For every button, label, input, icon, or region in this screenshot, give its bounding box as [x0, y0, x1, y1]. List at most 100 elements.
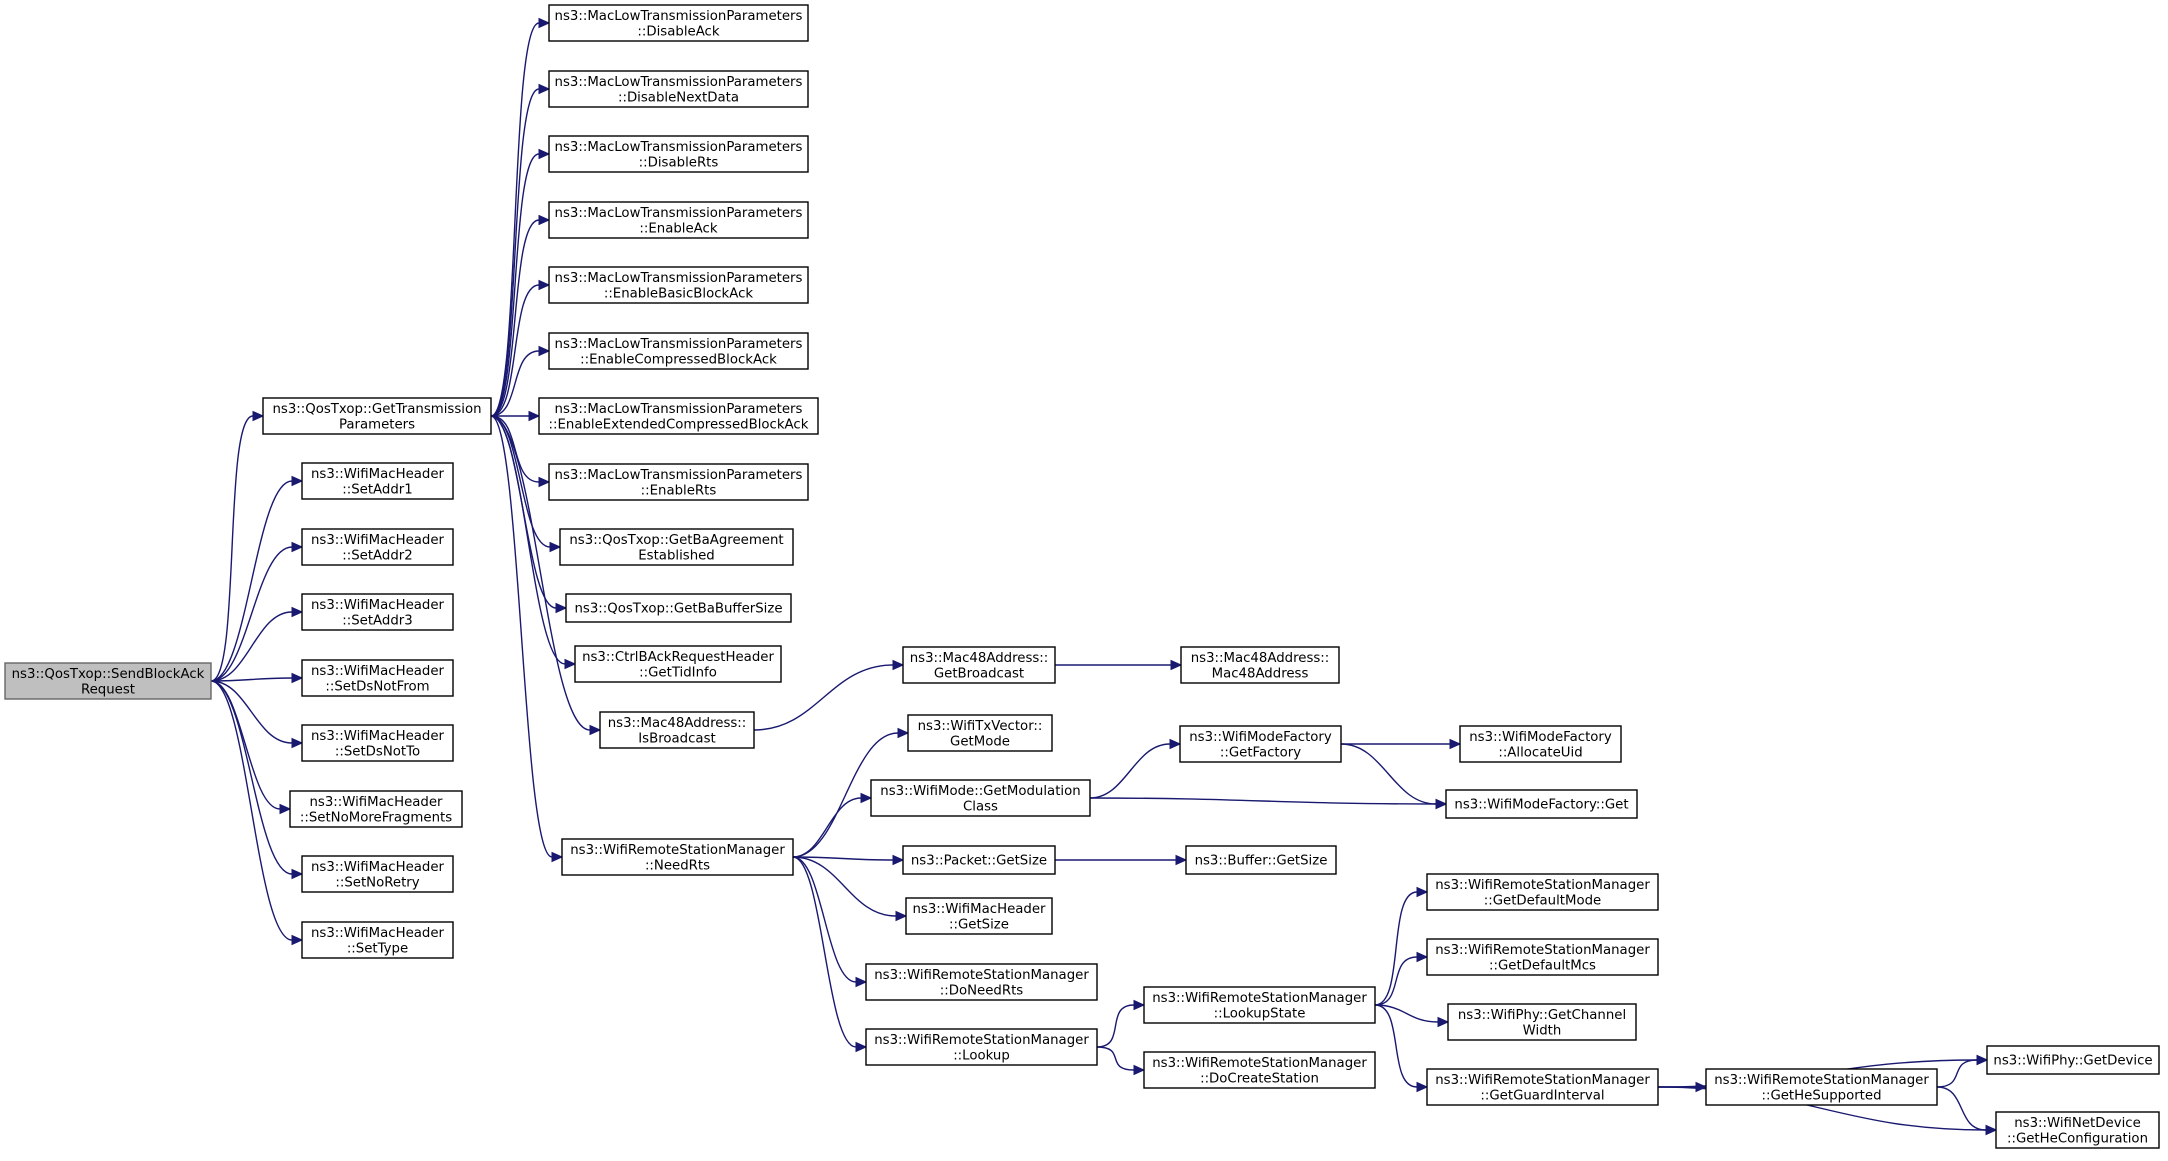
node-label: Class — [963, 799, 998, 814]
node-label: ns3::CtrlBAckRequestHeader — [582, 650, 774, 665]
node-hgs[interactable]: ns3::WifiMacHeader::GetSize — [905, 897, 1053, 935]
node-isb[interactable]: ns3::Mac48Address::IsBroadcast — [599, 711, 755, 749]
node-box — [565, 593, 792, 623]
node-label: ns3::WifiRemoteStationManager — [1152, 1056, 1367, 1071]
node-label: ns3::MacLowTransmissionParameters — [555, 9, 803, 24]
node-label: ::LookupState — [1214, 1006, 1306, 1021]
edge-nrts-to-lk — [792, 856, 868, 1053]
node-label: Request — [81, 682, 135, 697]
node-gdm[interactable]: ns3::WifiRemoteStationManager::GetDefaul… — [1426, 873, 1659, 911]
node-box — [1426, 938, 1659, 976]
node-gdmcs[interactable]: ns3::WifiRemoteStationManager::GetDefaul… — [1426, 938, 1659, 976]
node-label: ::EnableAck — [639, 221, 717, 236]
node-eecba[interactable]: ns3::MacLowTransmissionParameters::Enabl… — [538, 397, 819, 435]
node-gti[interactable]: ns3::CtrlBAckRequestHeader::GetTidInfo — [574, 645, 782, 683]
node-gf[interactable]: ns3::WifiModeFactory::GetFactory — [1179, 725, 1342, 763]
node-label: ns3::QosTxop::GetBaAgreement — [569, 533, 783, 548]
node-auid[interactable]: ns3::WifiModeFactory::AllocateUid — [1459, 725, 1622, 763]
node-ecba[interactable]: ns3::MacLowTransmissionParameters::Enabl… — [548, 332, 809, 370]
edge-root-to-gtp — [210, 410, 265, 682]
edge-gtp-to-erts — [490, 415, 551, 488]
node-dack[interactable]: ns3::MacLowTransmissionParameters::Disab… — [548, 4, 809, 42]
node-ghc[interactable]: ns3::WifiNetDevice::GetHeConfiguration — [1995, 1111, 2160, 1149]
node-pgd[interactable]: ns3::WifiPhy::GetDevice — [1986, 1045, 2160, 1075]
node-box — [902, 845, 1056, 875]
node-drts[interactable]: ns3::MacLowTransmissionParameters::Disab… — [548, 135, 809, 173]
node-label: ns3::Mac48Address:: — [1191, 651, 1330, 666]
node-box — [538, 397, 819, 435]
node-box — [1143, 1051, 1376, 1089]
node-label: ::EnableRts — [641, 483, 717, 498]
edge-gtp-to-dack — [490, 17, 551, 417]
edge-ls-to-ggi — [1374, 1004, 1429, 1093]
node-label: ::GetDefaultMode — [1484, 893, 1601, 908]
node-box — [1179, 725, 1342, 763]
node-label: ns3::MacLowTransmissionParameters — [555, 140, 803, 155]
node-dnd[interactable]: ns3::MacLowTransmissionParameters::Disab… — [548, 70, 809, 108]
node-label: ns3::WifiMacHeader — [912, 902, 1046, 917]
node-sa1[interactable]: ns3::WifiMacHeader::SetAddr1 — [301, 462, 454, 500]
node-label: ::SetType — [347, 941, 408, 956]
node-label: ::AllocateUid — [1498, 745, 1582, 760]
node-sdnf[interactable]: ns3::WifiMacHeader::SetDsNotFrom — [301, 659, 454, 697]
node-label: ns3::WifiRemoteStationManager — [1714, 1073, 1929, 1088]
node-nrts[interactable]: ns3::WifiRemoteStationManager::NeedRts — [561, 838, 794, 876]
node-txgm[interactable]: ns3::WifiTxVector::GetMode — [907, 714, 1053, 752]
node-m48[interactable]: ns3::Mac48Address::Mac48Address — [1180, 646, 1340, 684]
node-sa2[interactable]: ns3::WifiMacHeader::SetAddr2 — [301, 528, 454, 566]
node-sdnt[interactable]: ns3::WifiMacHeader::SetDsNotTo — [301, 724, 454, 762]
node-label: ns3::WifiRemoteStationManager — [874, 1033, 1089, 1048]
node-ghs[interactable]: ns3::WifiRemoteStationManager::GetHeSupp… — [1705, 1068, 1938, 1106]
node-label: ns3::WifiModeFactory — [1469, 730, 1612, 745]
node-mfg[interactable]: ns3::WifiModeFactory::Get — [1445, 789, 1638, 819]
node-box — [1986, 1045, 2160, 1075]
node-box — [1143, 986, 1376, 1024]
node-sa3[interactable]: ns3::WifiMacHeader::SetAddr3 — [301, 593, 454, 631]
node-snr[interactable]: ns3::WifiMacHeader::SetNoRetry — [301, 855, 454, 893]
node-ebba[interactable]: ns3::MacLowTransmissionParameters::Enabl… — [548, 266, 809, 304]
node-label: ::GetDefaultMcs — [1489, 958, 1596, 973]
node-snmf[interactable]: ns3::WifiMacHeader::SetNoMoreFragments — [289, 790, 463, 828]
node-label: ::DoNeedRts — [940, 983, 1024, 998]
node-box — [301, 855, 454, 893]
node-bgs[interactable]: ns3::Buffer::GetSize — [1185, 845, 1337, 875]
node-pgs[interactable]: ns3::Packet::GetSize — [902, 845, 1056, 875]
node-box — [301, 528, 454, 566]
node-erts[interactable]: ns3::MacLowTransmissionParameters::Enabl… — [548, 463, 809, 501]
node-label: ::GetHeSupported — [1761, 1088, 1881, 1103]
node-label: ::SetDsNotFrom — [325, 679, 429, 694]
node-box — [559, 528, 794, 566]
edge-gf-to-auid — [1341, 738, 1462, 750]
node-box — [865, 963, 1098, 1001]
node-stype[interactable]: ns3::WifiMacHeader::SetType — [301, 921, 454, 959]
node-lk[interactable]: ns3::WifiRemoteStationManager::Lookup — [865, 1028, 1098, 1066]
edge-nrts-to-pgs — [792, 854, 905, 866]
node-ggi[interactable]: ns3::WifiRemoteStationManager::GetGuardI… — [1426, 1068, 1659, 1106]
node-label: ns3::WifiMode::GetModulation — [880, 784, 1080, 799]
node-gbbs[interactable]: ns3::QosTxop::GetBaBufferSize — [565, 593, 792, 623]
node-label: ::GetFactory — [1220, 745, 1301, 760]
node-box — [301, 659, 454, 697]
node-eack[interactable]: ns3::MacLowTransmissionParameters::Enabl… — [548, 201, 809, 239]
node-label: ns3::QosTxop::GetBaBufferSize — [574, 602, 782, 617]
node-dnr[interactable]: ns3::WifiRemoteStationManager::DoNeedRts — [865, 963, 1098, 1001]
node-label: ns3::MacLowTransmissionParameters — [555, 337, 803, 352]
edge-gbc-to-m48 — [1055, 659, 1183, 671]
node-label: ns3::WifiRemoteStationManager — [1152, 991, 1367, 1006]
node-label: Width — [1523, 1023, 1562, 1038]
node-box — [1445, 789, 1638, 819]
node-box — [574, 645, 782, 683]
node-box — [1185, 845, 1337, 875]
node-ls[interactable]: ns3::WifiRemoteStationManager::LookupSta… — [1143, 986, 1376, 1024]
node-label: ns3::WifiNetDevice — [2014, 1116, 2141, 1131]
node-dcs[interactable]: ns3::WifiRemoteStationManager::DoCreateS… — [1143, 1051, 1376, 1089]
edge-gtp-to-ebba — [490, 279, 551, 417]
edge-gtp-to-ecba — [490, 345, 551, 417]
node-gbc[interactable]: ns3::Mac48Address::GetBroadcast — [902, 646, 1056, 684]
